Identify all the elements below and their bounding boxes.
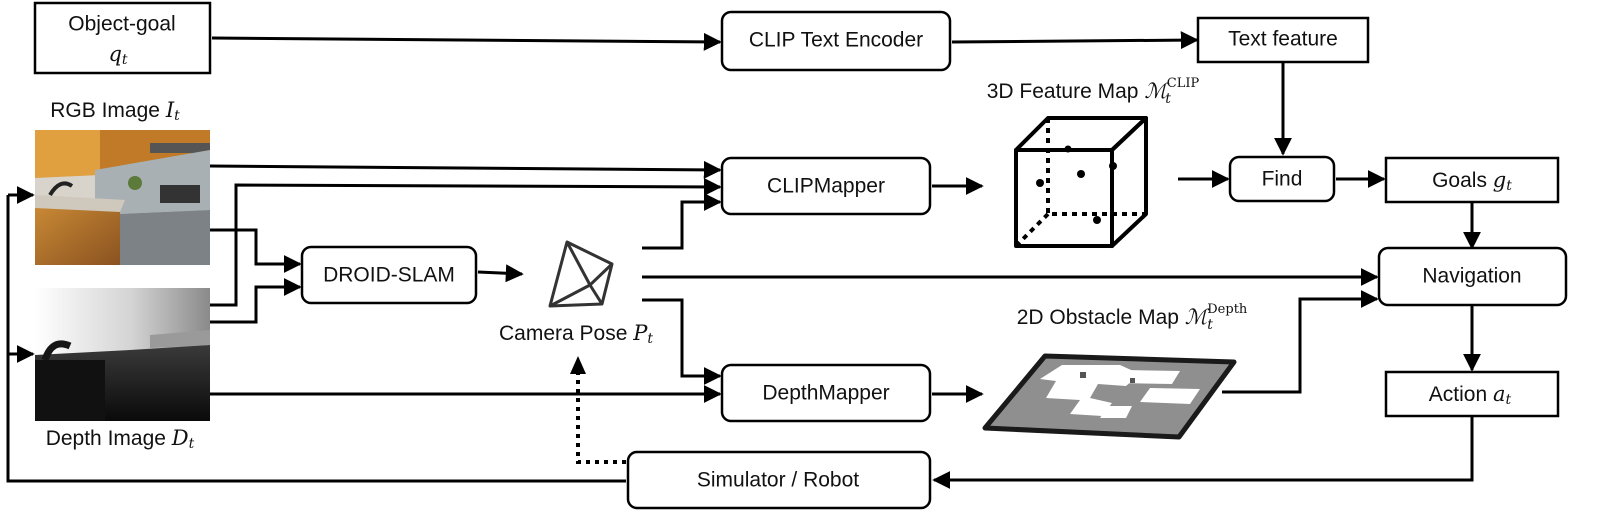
clip-mapper-label: CLIPMapper	[767, 175, 885, 198]
navigation-label: Navigation	[1422, 265, 1521, 288]
camera-pose-caption: Camera Pose Pt	[499, 321, 653, 348]
edge-depth-to-clip-mapper	[210, 177, 722, 307]
clip-text-encoder-label: CLIP Text Encoder	[749, 29, 923, 52]
node-navigation: Navigation	[1377, 246, 1568, 307]
droid-slam-label: DROID-SLAM	[323, 264, 455, 287]
edge-object-goal-to-clip-text-encoder	[211, 32, 722, 51]
edge-camera-pose-to-clip-mapper	[642, 193, 722, 250]
node-object-goal: Object-goal qt	[33, 1, 212, 75]
edge-2d-map-to-navigation	[1222, 290, 1379, 394]
feature-point	[1077, 170, 1085, 178]
node-depth-mapper: DepthMapper	[720, 363, 932, 423]
feature-point	[1093, 216, 1101, 224]
edge-rgb-to-droid-slam	[210, 228, 302, 273]
edge-droid-slam-to-camera-pose	[477, 264, 524, 283]
camera-frustum-icon	[548, 240, 614, 308]
edge-camera-pose-to-depth-mapper	[642, 298, 722, 385]
node-clip-text-encoder: CLIP Text Encoder	[720, 10, 952, 72]
obstacle-map-2d	[982, 353, 1237, 440]
node-simulator-robot: Simulator / Robot	[626, 450, 932, 510]
action-label: Action at	[1429, 382, 1512, 409]
rgb-image-caption: RGB Image It	[50, 98, 180, 125]
text-feature-label: Text feature	[1228, 28, 1338, 51]
simulator-robot-label: Simulator / Robot	[697, 469, 859, 492]
node-text-feature: Text feature	[1196, 16, 1370, 64]
edges	[6, 31, 1481, 489]
node-droid-slam: DROID-SLAM	[300, 245, 478, 305]
object-goal-label: Object-goal	[68, 13, 175, 36]
edge-action-to-simulator	[932, 416, 1474, 489]
node-clip-mapper: CLIPMapper	[720, 156, 932, 216]
object-goal-math: qt	[108, 42, 127, 69]
edge-simulator-to-camera-pose-dotted	[576, 374, 626, 464]
edge-rgb-to-clip-mapper	[209, 160, 722, 179]
edge-dotted-arrowhead	[570, 356, 586, 374]
node-find: Find	[1228, 155, 1336, 203]
goals-label: Goals gt	[1432, 168, 1512, 195]
depth-image-thumbnail	[35, 288, 210, 421]
node-action: Action at	[1384, 370, 1560, 418]
depth-mapper-label: DepthMapper	[762, 382, 889, 405]
feature-point	[1036, 179, 1044, 187]
depth-image-caption: Depth Image Dt	[46, 426, 195, 453]
find-label: Find	[1262, 168, 1303, 191]
rgb-image-thumbnail	[35, 130, 210, 265]
edge-simulator-feedback	[6, 195, 626, 483]
feature-point	[1109, 162, 1117, 170]
edge-depth-to-droid-slam	[210, 278, 302, 324]
feature-point	[1064, 145, 1072, 153]
edge-clip-text-encoder-to-text-feature	[951, 31, 1199, 50]
feature-map-3d-cube	[1014, 116, 1148, 248]
node-goals: Goals gt	[1384, 156, 1560, 204]
